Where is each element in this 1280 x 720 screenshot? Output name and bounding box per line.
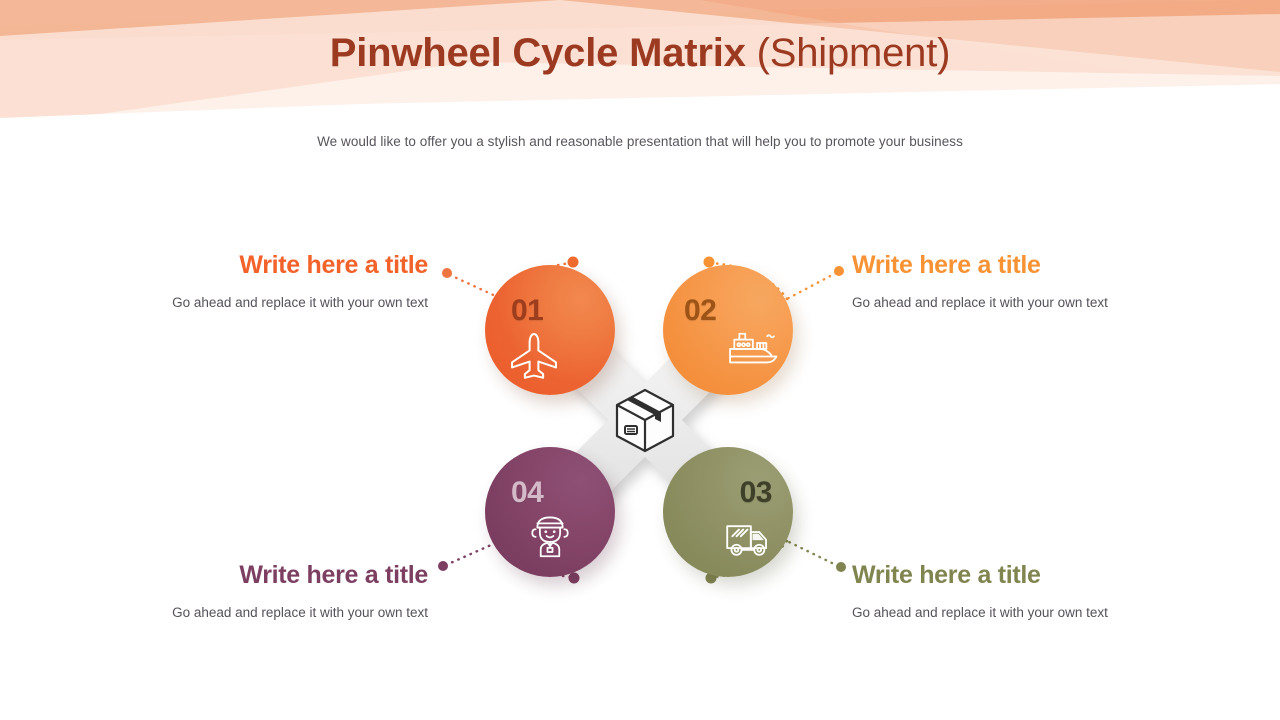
connector-dot-01-outer <box>442 268 452 278</box>
airplane-icon <box>511 333 557 379</box>
connector-dot-04-outer <box>438 561 448 571</box>
label-01: Write here a title Go ahead and replace … <box>128 250 428 313</box>
node-02-number: 02 <box>684 294 717 327</box>
node-04-number: 04 <box>511 476 544 509</box>
page-title-bold: Pinwheel Cycle Matrix <box>329 31 757 75</box>
node-02[interactable]: 02 <box>663 265 793 395</box>
connector-dot-01-inner <box>567 256 579 268</box>
page-title: Pinwheel Cycle Matrix (Shipment) <box>0 27 1280 79</box>
delivery-truck-icon <box>726 525 767 556</box>
connector-dot-02-outer <box>834 266 844 276</box>
label-03-title: Write here a title <box>852 561 1041 589</box>
connector-dot-02-inner <box>703 256 715 268</box>
label-02-title: Write here a title <box>852 251 1041 279</box>
connector-02 <box>703 256 844 301</box>
page-subtitle: We would like to offer you a stylish and… <box>317 134 963 149</box>
package-box-icon <box>615 388 675 453</box>
node-01[interactable]: 01 <box>485 265 615 395</box>
label-01-description: Go ahead and replace it with your own te… <box>172 295 428 310</box>
cargo-ship-icon <box>729 332 778 364</box>
node-03-number: 03 <box>739 476 773 509</box>
label-02-description: Go ahead and replace it with your own te… <box>852 295 1108 310</box>
label-03: Write here a title Go ahead and replace … <box>852 560 1152 623</box>
connector-dot-03-outer <box>836 562 846 572</box>
page-title-regular: (Shipment) <box>756 31 951 75</box>
label-01-title: Write here a title <box>239 251 428 279</box>
label-02: Write here a title Go ahead and replace … <box>852 250 1152 313</box>
node-01-number: 01 <box>511 294 544 327</box>
connector-dot-04-inner <box>568 572 580 584</box>
courier-person-icon <box>531 516 569 558</box>
label-04-description: Go ahead and replace it with your own te… <box>172 605 428 620</box>
node-04[interactable]: 04 <box>485 447 615 577</box>
label-04: Write here a title Go ahead and replace … <box>128 560 428 623</box>
label-04-title: Write here a title <box>239 561 428 589</box>
label-03-description: Go ahead and replace it with your own te… <box>852 605 1108 620</box>
node-03[interactable]: 03 <box>663 447 793 577</box>
